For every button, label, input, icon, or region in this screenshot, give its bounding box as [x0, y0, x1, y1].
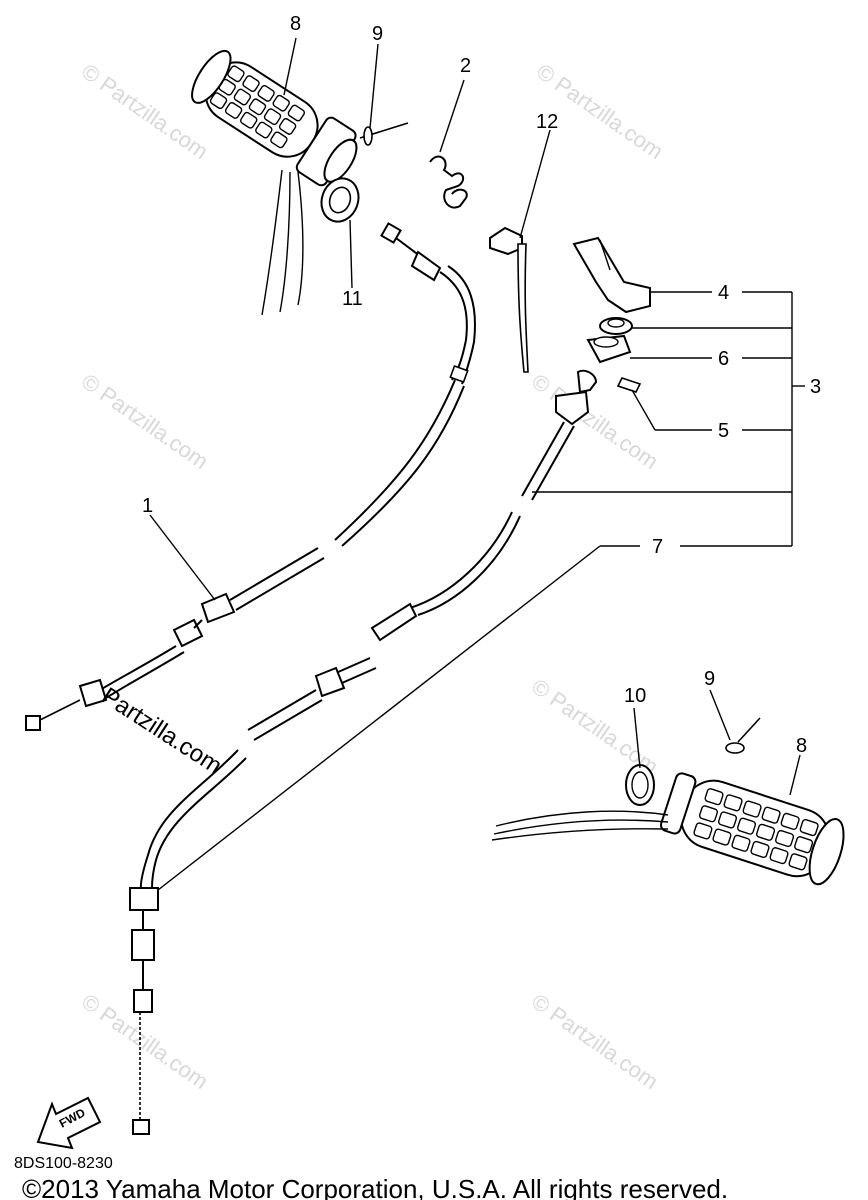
- watermark-1: © Partzilla.com: [77, 59, 213, 165]
- callout-3: 3: [810, 376, 821, 398]
- callout-11: 11: [342, 288, 363, 310]
- callout-2: 2: [460, 55, 471, 77]
- callout-10: 10: [624, 685, 646, 707]
- diagram-code: 8DS100-8230: [14, 1155, 113, 1172]
- callout-5: 5: [718, 420, 729, 442]
- throttle-cable-upper: [521, 369, 598, 501]
- cable-tie-part: [489, 226, 529, 373]
- callout-9-bottom: 9: [704, 668, 715, 690]
- right-grip-assembly: [491, 717, 845, 886]
- throttle-parts: [572, 236, 651, 393]
- callout-8-bottom: 8: [796, 735, 807, 757]
- throttle-cable-lower: [129, 511, 521, 1135]
- callout-12: 12: [536, 111, 558, 133]
- cable-1: [25, 222, 476, 731]
- clip-part: [429, 155, 468, 209]
- copyright: ©2013 Yamaha Motor Corporation, U.S.A. A…: [22, 1174, 728, 1200]
- fwd-arrow-icon: FWD: [36, 1096, 102, 1150]
- callout-7: 7: [652, 536, 663, 558]
- partzilla-watermark: Partzilla.com: [97, 682, 227, 779]
- watermark-3: © Partzilla.com: [77, 369, 213, 475]
- left-grip-assembly: [191, 49, 409, 316]
- callout-9-top: 9: [372, 23, 383, 45]
- watermark-7: © Partzilla.com: [527, 989, 663, 1095]
- leader-lines: [149, 37, 805, 891]
- callout-8-top: 8: [290, 13, 301, 35]
- watermark-group: © Partzilla.com © Partzilla.com © Partzi…: [77, 59, 668, 1095]
- callouts: 8 9 2 12 11 4 6 3 5 1 7 10 9 8: [142, 13, 821, 757]
- callout-1: 1: [142, 495, 153, 517]
- callout-6: 6: [718, 348, 729, 370]
- callout-4: 4: [718, 282, 729, 304]
